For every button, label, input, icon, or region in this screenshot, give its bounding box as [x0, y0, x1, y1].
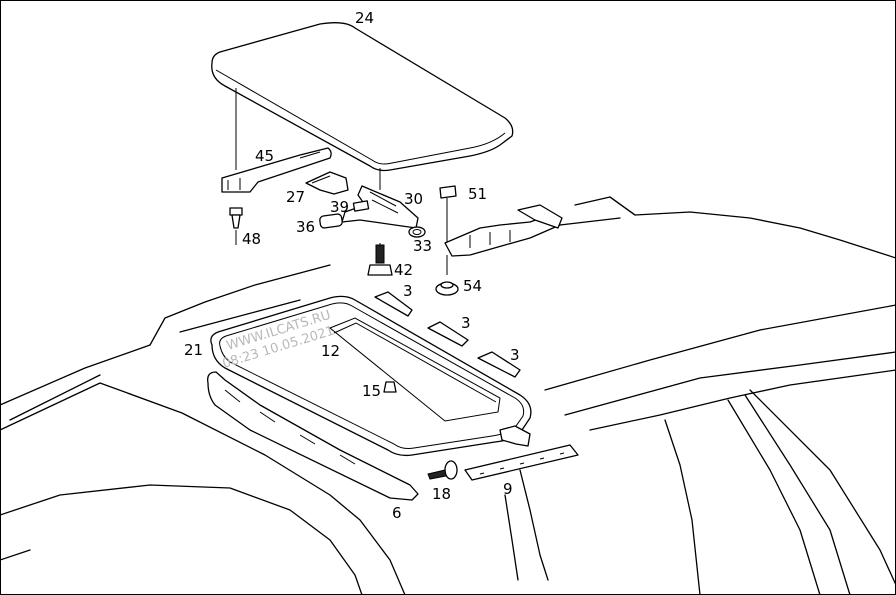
right-guide-rail: [444, 204, 563, 257]
label-33: 33: [413, 237, 432, 255]
front-trim-strip: [207, 371, 419, 501]
drain-pad-3-b: [427, 321, 469, 347]
washer-33: [408, 226, 426, 238]
frame-clip: [499, 425, 531, 447]
label-6: 6: [392, 504, 402, 522]
label-3-b: 3: [461, 314, 471, 332]
label-18: 18: [432, 485, 451, 503]
label-45: 45: [255, 147, 274, 165]
bolt-42: [367, 244, 393, 276]
slide-carrier: [341, 185, 419, 229]
small-block-39: [352, 200, 370, 212]
rear-rail-strip: [464, 444, 579, 481]
left-guide-rail: [221, 147, 332, 193]
label-15: 15: [362, 382, 381, 400]
drain-pad-3-c: [477, 351, 521, 378]
label-3-a: 3: [403, 282, 413, 300]
roof-seal-frame: [210, 295, 532, 457]
washer-33-hole: [412, 229, 422, 235]
screw-48: [229, 207, 243, 229]
label-12: 12: [321, 342, 340, 360]
label-27: 27: [286, 188, 305, 206]
nut-54: [435, 281, 459, 296]
bracket-part-27: [305, 171, 349, 195]
label-54: 54: [463, 277, 482, 295]
label-30: 30: [404, 190, 423, 208]
drain-pad-3-a: [374, 291, 413, 317]
label-3-c: 3: [510, 346, 520, 364]
label-39: 39: [330, 198, 349, 216]
clip-51: [439, 185, 457, 205]
label-48: 48: [242, 230, 261, 248]
label-24: 24: [355, 9, 374, 27]
car-body-outline: [0, 196, 896, 595]
label-21: 21: [184, 341, 203, 359]
label-51: 51: [468, 185, 487, 203]
screw-18: [427, 460, 458, 480]
sunroof-glass-panel: [211, 22, 514, 172]
plug-15: [383, 381, 397, 393]
label-42: 42: [394, 261, 413, 279]
label-9: 9: [503, 480, 513, 498]
label-36: 36: [296, 218, 315, 236]
clip-36: [319, 213, 343, 229]
